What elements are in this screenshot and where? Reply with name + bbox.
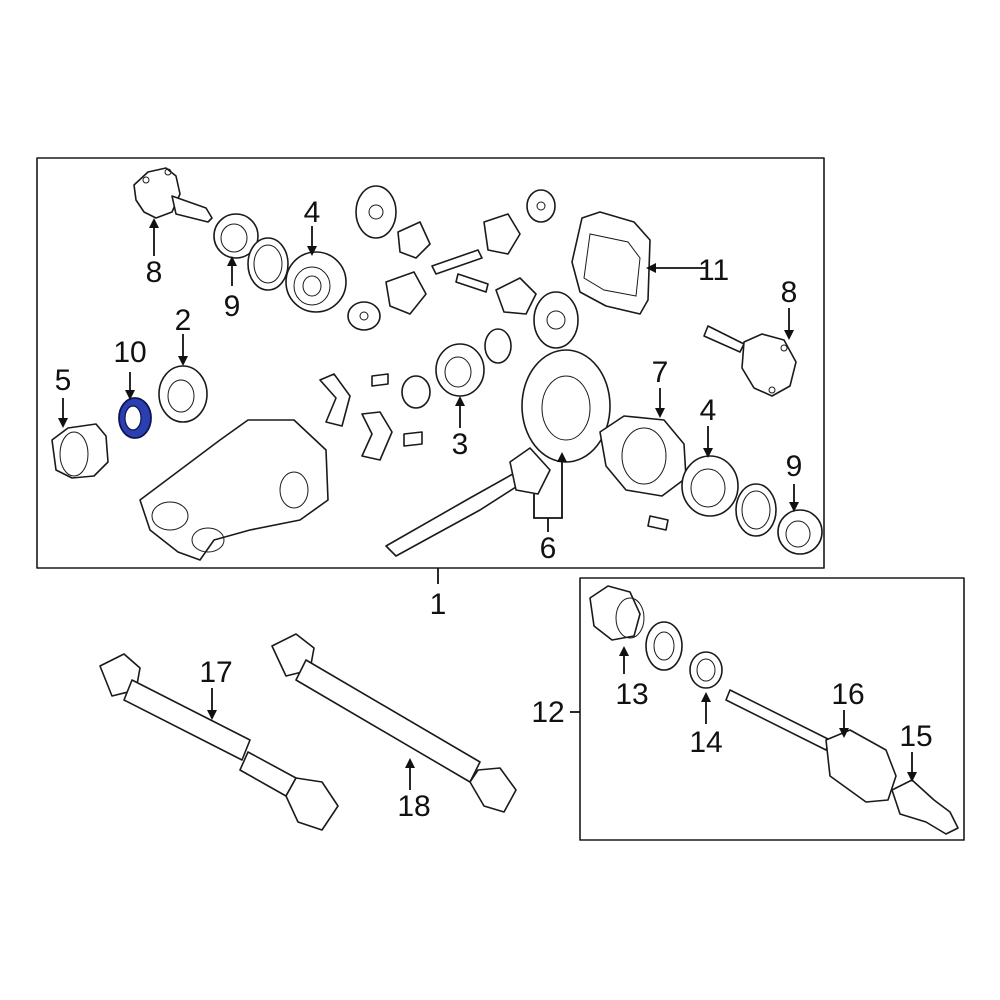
callout-16: 16 [831,678,864,711]
callout-18: 18 [397,790,430,823]
axle-shaft-assembly-box [579,577,965,841]
callout-5: 5 [55,364,72,397]
callout-12: 12 [531,696,564,729]
part-8-flange-left[interactable] [133,167,213,223]
leader-lines [58,218,917,790]
part-13-hub[interactable] [589,585,645,641]
differential-gear-set [347,185,579,364]
axle-shaft [725,689,831,751]
part-16-cv-boot[interactable] [825,729,897,803]
callout-10: 10 [113,336,146,369]
callout-4-lower: 4 [700,394,717,427]
callout-8-left: 8 [146,256,163,289]
part-6-ring-and-pinion-gear[interactable] [385,349,611,557]
callout-3: 3 [452,428,469,461]
axle-seal-ring [645,621,683,671]
callout-6: 6 [540,532,557,565]
part-5-companion-flange[interactable] [51,423,109,479]
part-14-ring[interactable] [689,651,723,689]
part-18-driveshaft-rear[interactable] [271,633,517,813]
differential-assembly-box [36,157,825,569]
shim-ring-top [247,237,289,291]
callout-17: 17 [199,656,232,689]
part-10-oil-seal-highlighted[interactable] [118,397,152,439]
part-15-outer-cv-joint[interactable] [891,779,959,835]
callout-8-right: 8 [781,276,798,309]
callout-2: 2 [175,304,192,337]
part-9-bearing-top[interactable] [213,213,259,259]
part-4-bearing-top[interactable] [285,251,347,313]
part-9-bearing-lower[interactable] [777,509,823,555]
shim-ring-lower [735,483,777,537]
callout-7: 7 [652,356,669,389]
callout-4-top: 4 [304,196,321,229]
callout-labels: 8 9 4 11 8 2 10 5 3 7 4 9 6 1 12 13 14 1… [55,196,933,823]
callout-11: 11 [698,254,729,287]
callout-13: 13 [615,678,648,711]
differential-carrier-housing [139,419,329,561]
bearing-caps-bolts [319,373,669,531]
callout-9-top: 9 [224,290,241,323]
callout-15: 15 [899,720,932,753]
part-2-pinion-bearing[interactable] [158,365,208,423]
part-3-bearing[interactable] [435,343,485,397]
callout-1: 1 [430,588,447,621]
part-4-bearing-lower[interactable] [681,455,739,517]
part-17-driveshaft-front[interactable] [99,653,339,831]
part-11-differential-cover[interactable] [571,211,651,315]
callout-9-lower: 9 [786,450,803,483]
part-8-flange-right[interactable] [703,325,797,397]
callout-14: 14 [689,726,722,759]
part-7-differential-case[interactable] [599,415,687,497]
